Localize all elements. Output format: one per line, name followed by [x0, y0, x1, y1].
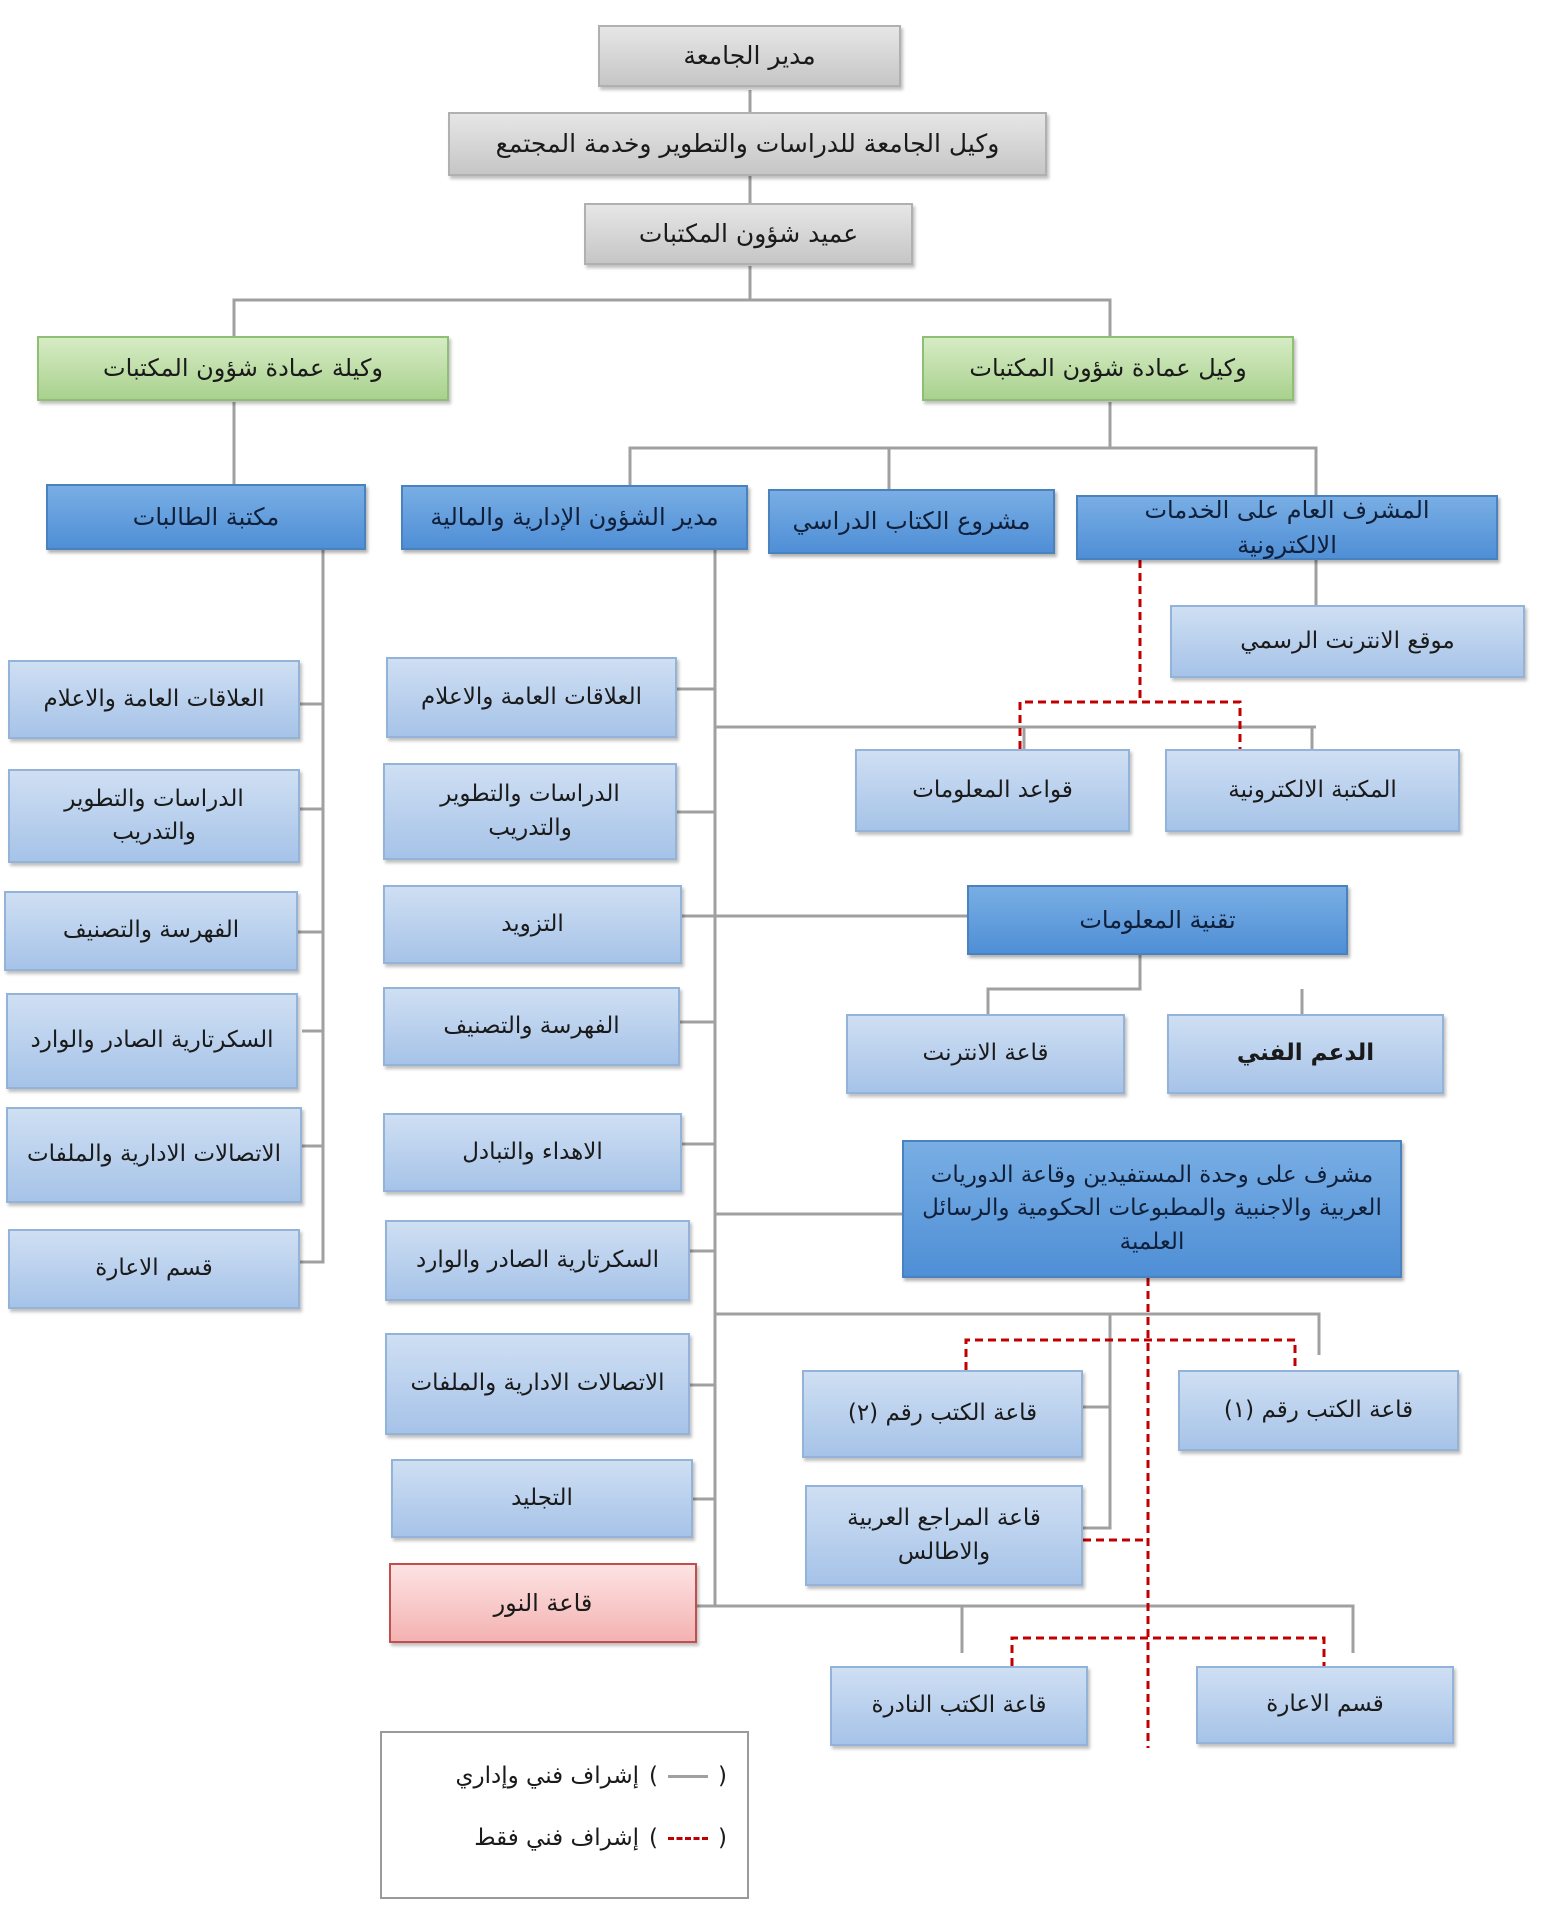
rare-books-hall-box: قاعة الكتب النادرة	[830, 1666, 1088, 1746]
box-label: قاعة الانترنت	[922, 1040, 1049, 1067]
university-director-box: مدير الجامعة	[598, 25, 901, 87]
box-label: السكرتارية الصادر والوارد	[30, 1027, 274, 1054]
databases-box: قواعد المعلومات	[855, 749, 1130, 832]
legend-paren-open: (	[718, 1763, 727, 1789]
box-label: عميد شؤون المكتبات	[638, 218, 859, 248]
books-hall-2-box: قاعة الكتب رقم (٢)	[802, 1370, 1083, 1458]
admin-finance-director-box: مدير الشؤون الإدارية والمالية	[401, 485, 748, 550]
admin-dept-communications: الاتصالات الادارية والملفات	[385, 1333, 690, 1435]
admin-dept-gifts-exchange: الاهداء والتبادل	[383, 1113, 682, 1192]
e-library-box: المكتبة الالكترونية	[1165, 749, 1460, 832]
box-label: الدراسات والتطوير والتدريب	[440, 781, 620, 841]
box-label: موقع الانترنت الرسمي	[1240, 627, 1455, 654]
solid-connectors	[232, 90, 1355, 1653]
box-label: قسم الاعارة	[1266, 1691, 1384, 1718]
box-label: العلاقات العامة والاعلام	[421, 683, 642, 710]
arabic-references-hall-box: قاعة المراجع العربية والاطالس	[805, 1485, 1083, 1586]
legend-solid-label: إشراف فني وإداري	[455, 1763, 640, 1789]
vice-dean-female-box: وكيلة عمادة شؤون المكتبات	[37, 336, 449, 401]
legend: ( ) إشراف فني وإداري ( ) إشراف فني فقط	[380, 1731, 749, 1899]
female-dept-secretariat: السكرتارية الصادر والوارد	[6, 993, 298, 1089]
box-label: قواعد المعلومات	[912, 776, 1073, 803]
box-label: تقنية المعلومات	[1079, 905, 1236, 934]
it-box: تقنية المعلومات	[967, 885, 1348, 955]
box-label: السكرتارية الصادر والوارد	[416, 1246, 660, 1273]
box-label: وكيل عمادة شؤون المكتبات	[969, 354, 1247, 383]
admin-dept-acquisitions: التزويد	[383, 885, 682, 964]
admin-dept-cataloging: الفهرسة والتصنيف	[383, 987, 680, 1066]
legend-dashed-label: إشراف فني فقط	[474, 1825, 640, 1851]
box-label: الدعم الفني	[1236, 1040, 1375, 1067]
box-label: مدير الشؤون الإدارية والمالية	[430, 503, 719, 532]
admin-dept-secretariat: السكرتارية الصادر والوارد	[385, 1220, 690, 1301]
box-label: العلاقات العامة والاعلام	[43, 685, 265, 712]
box-label: الفهرسة والتصنيف	[443, 1012, 620, 1039]
legend-paren-close: )	[649, 1825, 659, 1851]
lending-dept-box: قسم الاعارة	[1196, 1666, 1454, 1744]
box-label: الاتصالات الادارية والملفات	[410, 1370, 665, 1397]
box-label: المكتبة الالكترونية	[1228, 776, 1397, 803]
legend-row-solid: ( ) إشراف فني وإداري	[455, 1763, 727, 1789]
female-dept-public-relations: العلاقات العامة والاعلام	[8, 660, 300, 739]
internet-hall-box: قاعة الانترنت	[846, 1014, 1125, 1094]
female-library-box: مكتبة الطالبات	[46, 484, 366, 550]
box-label: المشرف العام على الخدمات الالكترونية	[1144, 495, 1430, 559]
dashed-connectors	[964, 560, 1326, 1748]
box-label: قاعة المراجع العربية والاطالس	[847, 1505, 1041, 1565]
box-label: قاعة الكتب رقم (١)	[1223, 1396, 1414, 1423]
box-label: مكتبة الطالبات	[132, 502, 280, 531]
box-label: التزويد	[501, 910, 564, 937]
female-dept-lending: قسم الاعارة	[8, 1229, 300, 1309]
dean-box: عميد شؤون المكتبات	[584, 203, 913, 265]
box-label: مشروع الكتاب الدراسي	[792, 507, 1031, 536]
legend-paren-open: (	[718, 1825, 727, 1851]
dashed-line-sample	[668, 1836, 709, 1840]
female-dept-communications: الاتصالات الادارية والملفات	[6, 1107, 302, 1203]
box-label: قسم الاعارة	[95, 1255, 213, 1282]
box-label: قاعة الكتب النادرة	[871, 1692, 1047, 1719]
beneficiaries-supervisor-box: مشرف على وحدة المستفيدين وقاعة الدوريات …	[902, 1140, 1402, 1278]
vice-rector-box: وكيل الجامعة للدراسات والتطوير وخدمة الم…	[448, 112, 1047, 176]
box-label: الفهرسة والتصنيف	[62, 917, 240, 944]
books-hall-1-box: قاعة الكتب رقم (١)	[1178, 1370, 1459, 1451]
box-label: الاتصالات الادارية والملفات	[27, 1141, 281, 1168]
tech-support-box: الدعم الفني	[1167, 1014, 1444, 1094]
official-website-box: موقع الانترنت الرسمي	[1170, 605, 1525, 678]
vice-dean-male-box: وكيل عمادة شؤون المكتبات	[922, 336, 1294, 401]
box-label: قاعة الكتب رقم (٢)	[847, 1400, 1038, 1427]
box-label: الدراسات والتطوير والتدريب	[64, 785, 244, 845]
solid-line-sample	[668, 1774, 709, 1778]
legend-row-dashed: ( ) إشراف فني فقط	[474, 1825, 727, 1851]
box-label: مدير الجامعة	[683, 40, 816, 70]
admin-dept-public-relations: العلاقات العامة والاعلام	[386, 657, 677, 738]
female-dept-studies-training: الدراسات والتطوير والتدريب	[8, 769, 300, 863]
admin-dept-studies-training: الدراسات والتطوير والتدريب	[383, 763, 677, 860]
female-dept-cataloging: الفهرسة والتصنيف	[4, 891, 298, 971]
e-services-supervisor-box: المشرف العام على الخدمات الالكترونية	[1076, 495, 1498, 560]
box-label: قاعة النور	[493, 1588, 593, 1617]
al-noor-hall-box: قاعة النور	[389, 1563, 697, 1643]
box-label: الاهداء والتبادل	[462, 1138, 603, 1165]
textbook-project-box: مشروع الكتاب الدراسي	[768, 489, 1055, 554]
box-label: وكيل الجامعة للدراسات والتطوير وخدمة الم…	[495, 128, 1000, 158]
box-label: التجليد	[511, 1484, 573, 1511]
box-label: وكيلة عمادة شؤون المكتبات	[103, 354, 383, 383]
box-label: مشرف على وحدة المستفيدين وقاعة الدوريات …	[922, 1161, 1382, 1255]
legend-paren-close: )	[649, 1763, 659, 1789]
admin-dept-binding: التجليد	[391, 1459, 693, 1538]
